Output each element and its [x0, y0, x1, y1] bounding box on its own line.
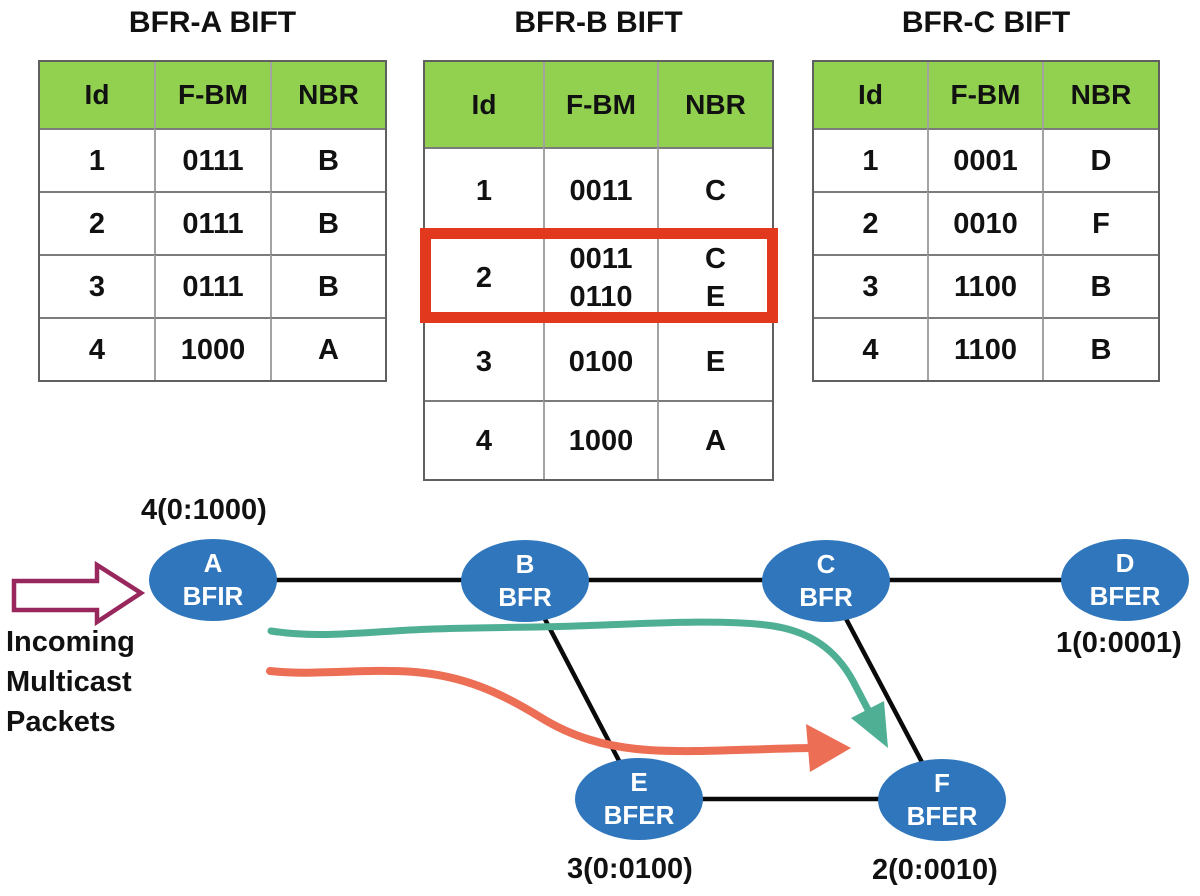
red-arrowhead-icon: [806, 724, 851, 772]
cell-id: 3: [814, 254, 927, 317]
cell-id: 4: [814, 317, 927, 380]
table-row: 1 0011 C: [425, 147, 772, 232]
table-header-row: Id F-BM NBR: [40, 62, 385, 128]
node-A-bfir: A BFIR: [149, 539, 277, 621]
cell-fbm: 0011: [543, 147, 657, 232]
bift-table-bfr-b: Id F-BM NBR 1 0011 C 2 0011 0110 C E 3 0…: [423, 60, 774, 481]
col-header-id: Id: [425, 62, 543, 147]
cell-fbm: 1000: [543, 400, 657, 479]
cell-id: 2: [425, 232, 543, 321]
cell-fbm: 0111: [154, 191, 270, 254]
table-row: 2 0111 B: [40, 191, 385, 254]
table-row: 2 0010 F: [814, 191, 1158, 254]
node-role: BFR: [498, 582, 552, 612]
node-B-bfr: B BFR: [461, 540, 589, 622]
cell-fbm: 0111: [154, 254, 270, 317]
col-header-fbm: F-BM: [927, 62, 1042, 128]
table-row: 4 1000 A: [40, 317, 385, 380]
incoming-arrow-icon: [11, 560, 146, 627]
node-letter: C: [816, 549, 836, 579]
bift-table-bfr-c: Id F-BM NBR 1 0001 D 2 0010 F 3 1100 B 4…: [812, 60, 1160, 382]
cell-nbr: B: [1042, 317, 1158, 380]
table-title-bfr-a: BFR-A BIFT: [128, 6, 297, 39]
cell-nbr: B: [1042, 254, 1158, 317]
cell-id: 1: [40, 128, 154, 191]
node-D-bfer: D BFER: [1061, 539, 1189, 621]
teal-arrowhead-icon: [851, 701, 888, 748]
cell-fbm: 1100: [927, 317, 1042, 380]
cell-id: 2: [40, 191, 154, 254]
cell-fbm: 0001: [927, 128, 1042, 191]
cell-nbr: B: [270, 191, 385, 254]
cell-id: 2: [814, 191, 927, 254]
node-label-E: 3(0:0100): [567, 853, 693, 885]
incoming-multicast-caption: Incoming Multicast Packets: [6, 626, 135, 738]
cell-fbm: 0010: [927, 191, 1042, 254]
col-header-nbr: NBR: [1042, 62, 1158, 128]
cell-nbr: B: [270, 254, 385, 317]
node-letter: A: [203, 548, 223, 578]
col-header-id: Id: [814, 62, 927, 128]
cell-nbr: D: [1042, 128, 1158, 191]
multicast-flow-path-teal: [267, 618, 878, 725]
table-header-row: Id F-BM NBR: [425, 62, 772, 147]
col-header-id: Id: [40, 62, 154, 128]
node-role: BFER: [603, 800, 675, 830]
table-row-highlighted: 2 0011 0110 C E: [425, 232, 772, 321]
col-header-fbm: F-BM: [154, 62, 270, 128]
cell-id: 1: [425, 147, 543, 232]
cell-nbr: A: [270, 317, 385, 380]
bift-table-bfr-a: Id F-BM NBR 1 0111 B 2 0111 B 3 0111 B 4…: [38, 60, 387, 382]
cell-nbr: C E: [657, 232, 772, 321]
cell-nbr: F: [1042, 191, 1158, 254]
cell-nbr: C: [657, 147, 772, 232]
col-header-nbr: NBR: [270, 62, 385, 128]
table-row: 3 0111 B: [40, 254, 385, 317]
node-label-F: 2(0:0010): [872, 854, 998, 886]
table-row: 1 0001 D: [814, 128, 1158, 191]
node-letter: D: [1115, 548, 1135, 578]
node-letter: E: [630, 767, 648, 797]
table-row: 3 0100 E: [425, 321, 772, 400]
cell-id: 3: [425, 321, 543, 400]
node-label-A: 4(0:1000): [141, 494, 267, 526]
table-title-bfr-c: BFR-C BIFT: [901, 6, 1071, 39]
cell-nbr: A: [657, 400, 772, 479]
table-header-row: Id F-BM NBR: [814, 62, 1158, 128]
node-label-D: 1(0:0001): [1056, 627, 1182, 659]
cell-id: 4: [425, 400, 543, 479]
node-F-bfer: F BFER: [878, 759, 1006, 841]
col-header-nbr: NBR: [657, 62, 772, 147]
cell-nbr: B: [270, 128, 385, 191]
node-E-bfer: E BFER: [575, 758, 703, 840]
node-role: BFER: [906, 801, 978, 831]
node-role: BFIR: [182, 581, 244, 611]
cell-nbr: E: [657, 321, 772, 400]
table-row: 3 1100 B: [814, 254, 1158, 317]
node-letter: B: [515, 549, 535, 579]
node-C-bfr: C BFR: [762, 540, 890, 622]
cell-fbm: 0011 0110: [543, 232, 657, 321]
cell-fbm: 0100: [543, 321, 657, 400]
cell-id: 3: [40, 254, 154, 317]
cell-id: 4: [40, 317, 154, 380]
multicast-flow-path-red: [266, 666, 814, 756]
node-role: BFER: [1089, 581, 1161, 611]
node-role: BFR: [799, 582, 853, 612]
cell-fbm: 1000: [154, 317, 270, 380]
table-row: 1 0111 B: [40, 128, 385, 191]
col-header-fbm: F-BM: [543, 62, 657, 147]
cell-fbm: 0111: [154, 128, 270, 191]
table-title-bfr-b: BFR-B BIFT: [514, 6, 683, 39]
cell-fbm: 1100: [927, 254, 1042, 317]
table-row: 4 1000 A: [425, 400, 772, 479]
node-letter: F: [934, 768, 950, 798]
cell-id: 1: [814, 128, 927, 191]
table-row: 4 1100 B: [814, 317, 1158, 380]
